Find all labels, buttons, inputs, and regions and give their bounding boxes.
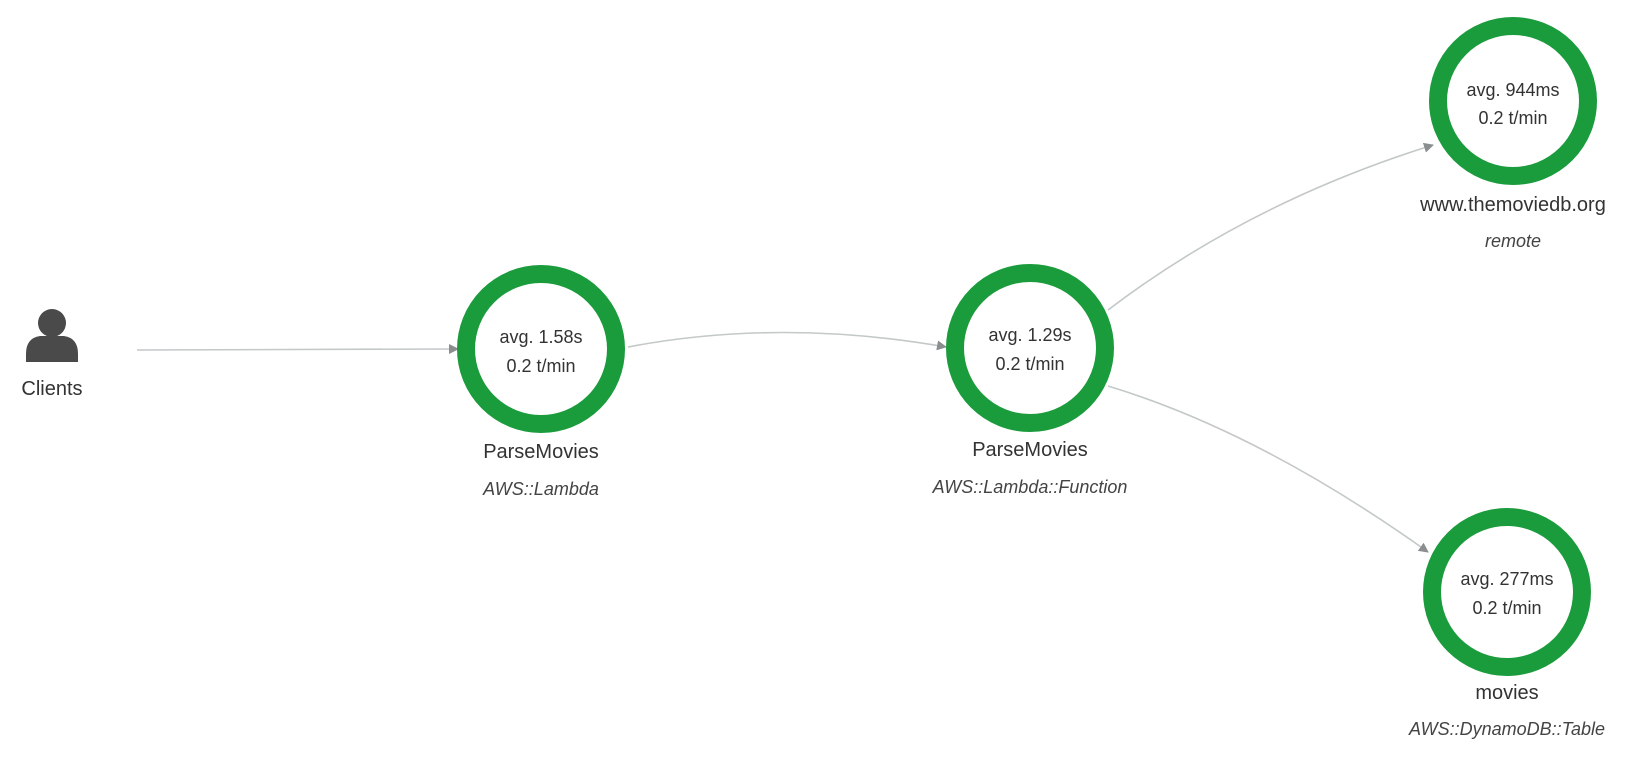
edge-clients-to-parsemovies-lambda[interactable] [136, 344, 459, 355]
clients-node[interactable]: Clients [21, 309, 83, 400]
node-name: movies [1475, 682, 1538, 704]
edge-parsemovies-function-to-themoviedb[interactable] [1107, 142, 1434, 311]
health-ring [1423, 508, 1591, 676]
edge-parsemovies-lambda-to-parsemovies-function[interactable] [627, 331, 947, 351]
avg-latency: avg. 1.58s [499, 327, 582, 347]
throughput: 0.2 t/min [506, 356, 575, 376]
throughput: 0.2 t/min [1472, 598, 1541, 618]
person-icon [26, 309, 78, 362]
edge-parsemovies-function-to-movies[interactable] [1107, 385, 1429, 553]
avg-latency: avg. 277ms [1460, 569, 1553, 589]
node-name: ParseMovies [972, 439, 1088, 461]
node-parsemovies-function[interactable]: avg. 1.29s 0.2 t/min ParseMovies AWS::La… [932, 264, 1128, 497]
edges [136, 142, 1434, 553]
node-themoviedb[interactable]: avg. 944ms 0.2 t/min www.themoviedb.org … [1419, 17, 1606, 251]
avg-latency: avg. 1.29s [988, 325, 1071, 345]
health-ring [946, 264, 1114, 432]
health-ring [457, 265, 625, 433]
avg-latency: avg. 944ms [1466, 80, 1559, 100]
node-type: AWS::DynamoDB::Table [1408, 719, 1605, 739]
node-type: AWS::Lambda [482, 479, 599, 499]
node-type: AWS::Lambda::Function [932, 477, 1128, 497]
node-type: remote [1485, 231, 1541, 251]
throughput: 0.2 t/min [1478, 108, 1547, 128]
node-parsemovies-lambda[interactable]: avg. 1.58s 0.2 t/min ParseMovies AWS::La… [457, 265, 625, 499]
node-name: www.themoviedb.org [1419, 194, 1606, 216]
health-ring [1429, 17, 1597, 185]
node-movies-table[interactable]: avg. 277ms 0.2 t/min movies AWS::DynamoD… [1408, 508, 1605, 739]
clients-label: Clients [21, 378, 82, 400]
throughput: 0.2 t/min [995, 354, 1064, 374]
node-name: ParseMovies [483, 441, 599, 463]
